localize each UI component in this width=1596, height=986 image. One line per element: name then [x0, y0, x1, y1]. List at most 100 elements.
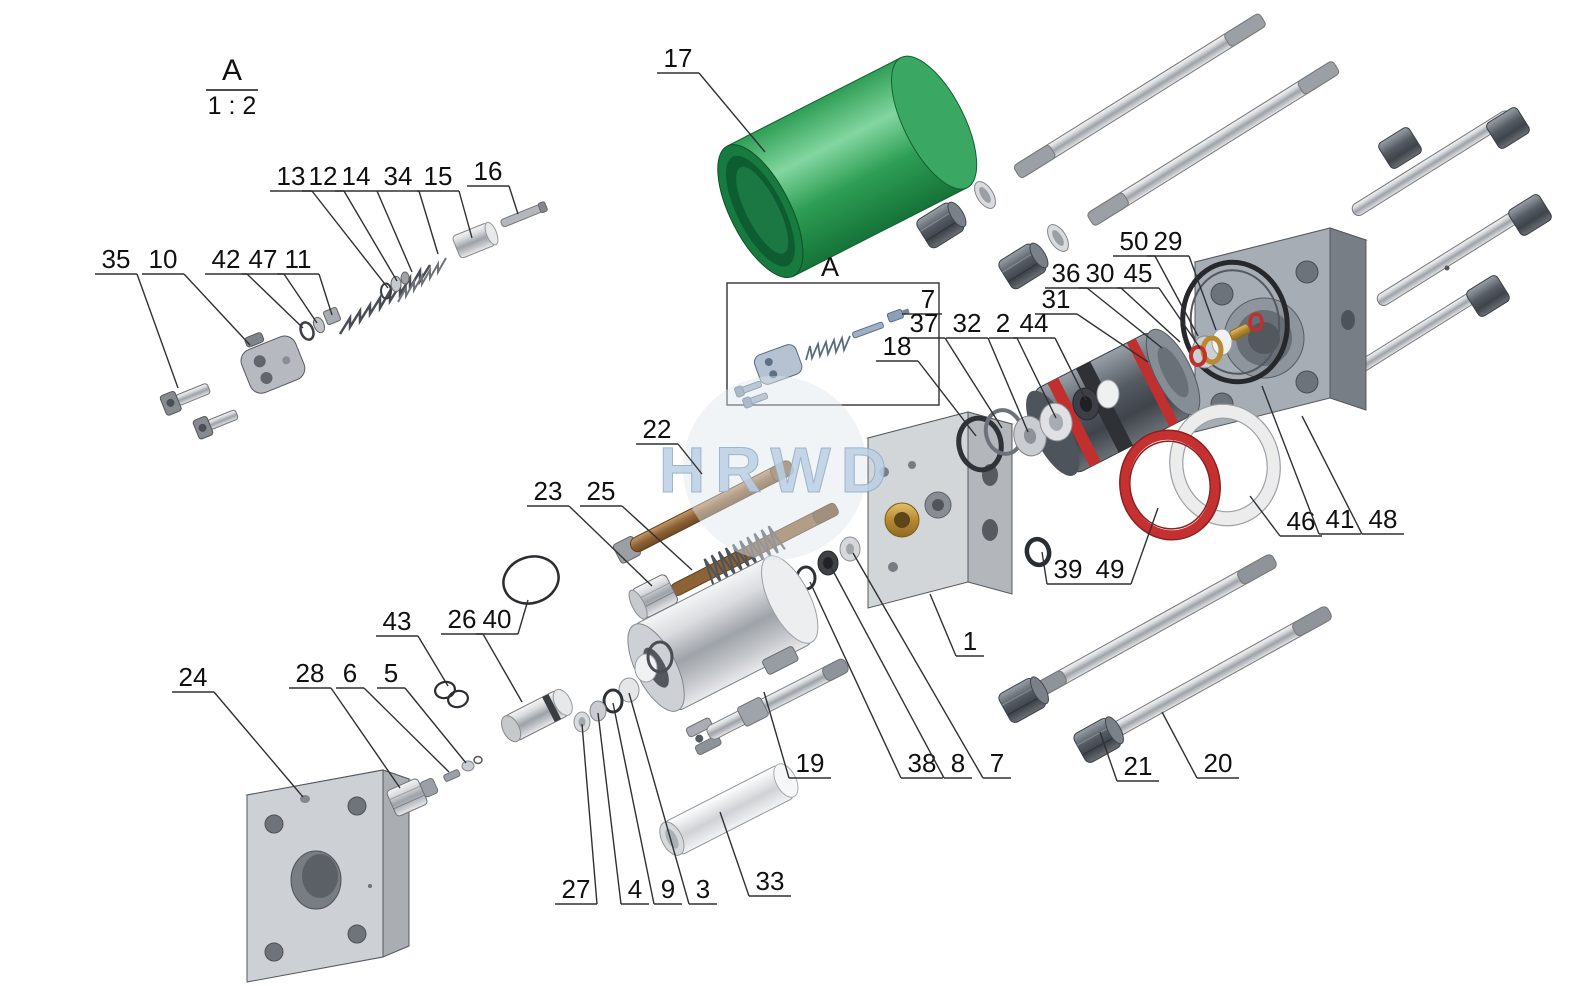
- callout-3: 3: [628, 692, 717, 905]
- flange-hole: [264, 942, 284, 962]
- seal-8: [817, 550, 839, 576]
- rod-nut-top-2: [998, 242, 1049, 290]
- rod-nut-21: [1073, 716, 1124, 763]
- callout-40: 40: [476, 599, 529, 635]
- surface-dot: [368, 884, 372, 888]
- callout-12: 12: [302, 161, 398, 282]
- svg-text:49: 49: [1096, 554, 1125, 584]
- svg-text:30: 30: [1086, 258, 1115, 288]
- callout-9: 9: [612, 702, 682, 905]
- svg-text:16: 16: [474, 156, 503, 186]
- detail-mini-rod: [852, 321, 884, 339]
- svg-text:32: 32: [953, 308, 982, 338]
- flange-hole: [347, 796, 367, 816]
- o-ring-39: [1024, 536, 1052, 568]
- detail-scale-letter: A: [222, 54, 242, 87]
- rod-nut-top-1: [916, 201, 967, 249]
- svg-text:42: 42: [212, 244, 241, 274]
- cushion-sleeve-26: [501, 688, 573, 743]
- svg-text:33: 33: [756, 866, 785, 896]
- brass-pin-50: [1229, 323, 1251, 341]
- red-ring-45: [1189, 345, 1207, 367]
- retaining-ring-42: [299, 321, 315, 341]
- callout-10: 10: [142, 244, 251, 346]
- callout-33: 33: [719, 811, 791, 897]
- callout-49: 49: [1089, 507, 1159, 585]
- svg-text:7: 7: [921, 284, 935, 314]
- callout-28: 28: [289, 658, 401, 789]
- cushion-parts: [434, 680, 573, 743]
- bolt-hole: [1295, 260, 1319, 284]
- svg-text:9: 9: [661, 874, 675, 904]
- svg-text:28: 28: [296, 658, 325, 688]
- svg-text:46: 46: [1287, 506, 1316, 536]
- tie-rod-nut-right-3: [1508, 194, 1552, 236]
- end-cap-block-1: [866, 411, 1014, 609]
- piston-seal-red-45: [1126, 338, 1179, 427]
- svg-text:27: 27: [562, 874, 591, 904]
- callout-8: 8: [830, 566, 972, 779]
- washer-2: [1039, 402, 1073, 442]
- tie-rod-top-2: [1087, 61, 1340, 226]
- callout-39: 39: [1041, 551, 1089, 585]
- svg-text:37: 37: [910, 308, 939, 338]
- callout-17: 17: [657, 43, 766, 153]
- callout-7: 7: [852, 552, 1011, 779]
- rod-bore-inner: [932, 499, 944, 511]
- callout-47: 47: [242, 244, 318, 324]
- rod-washer-top-1: [974, 181, 996, 209]
- block1-front-face: [867, 411, 969, 609]
- detail-box-border: [726, 282, 940, 406]
- svg-text:50: 50: [1120, 226, 1149, 256]
- svg-text:26: 26: [448, 604, 477, 634]
- rod-group-center: [502, 460, 839, 620]
- svg-text:43: 43: [383, 606, 412, 636]
- svg-text:13: 13: [277, 161, 306, 191]
- detail-scale-ratio: 1 : 2: [208, 92, 257, 120]
- flange-hole: [347, 924, 367, 944]
- callout-2: 2: [989, 308, 1057, 419]
- brass-bushing-bore: [894, 512, 910, 528]
- callout-19: 19: [763, 691, 831, 779]
- callout-16: 16: [467, 156, 519, 215]
- callout-45: 45: [1117, 258, 1201, 349]
- callout-21: 21: [1099, 731, 1159, 782]
- svg-text:8: 8: [951, 748, 965, 778]
- rod-washer-top-2: [1047, 224, 1069, 252]
- watermark: HRWD: [659, 376, 887, 560]
- guide-tube-33: [659, 763, 799, 856]
- wear-band-46: [1169, 403, 1281, 527]
- callout-34: 34: [377, 161, 439, 255]
- bolt-hole: [1295, 370, 1319, 394]
- callout-6: 6: [336, 658, 450, 773]
- callout-30: 30: [1079, 258, 1181, 343]
- spring-34: [338, 264, 432, 335]
- svg-text:23: 23: [534, 476, 563, 506]
- rod-nut-bottom-1: [998, 676, 1049, 723]
- clevis-rod-19: [685, 658, 849, 756]
- bushing-11: [322, 306, 342, 326]
- o-ring-43b: [447, 689, 469, 709]
- svg-text:18: 18: [883, 331, 912, 361]
- callout-7: 7: [902, 284, 942, 315]
- detail-mini-screw-2: [742, 392, 769, 409]
- svg-text:10: 10: [149, 244, 178, 274]
- callout-14: 14: [335, 161, 413, 273]
- cylinder-tube-green-17: [717, 55, 978, 279]
- callout-38: 38: [809, 581, 943, 779]
- callout-23: 23: [527, 476, 653, 587]
- socket-screw-35: [159, 383, 211, 416]
- tie-rod-nut-right-2: [1378, 127, 1422, 169]
- callout-25: 25: [580, 476, 693, 571]
- pin-16: [500, 201, 548, 228]
- svg-text:4: 4: [628, 874, 642, 904]
- svg-text:39: 39: [1054, 554, 1083, 584]
- tie-rods-top: [916, 13, 1340, 290]
- o-ring-40: [502, 555, 560, 605]
- detail-scale-label: A 1 : 2: [206, 54, 258, 120]
- svg-text:41: 41: [1326, 504, 1355, 534]
- flange-block-24: [245, 769, 411, 983]
- head-block-assembly: [1180, 107, 1552, 433]
- svg-text:1: 1: [963, 626, 977, 656]
